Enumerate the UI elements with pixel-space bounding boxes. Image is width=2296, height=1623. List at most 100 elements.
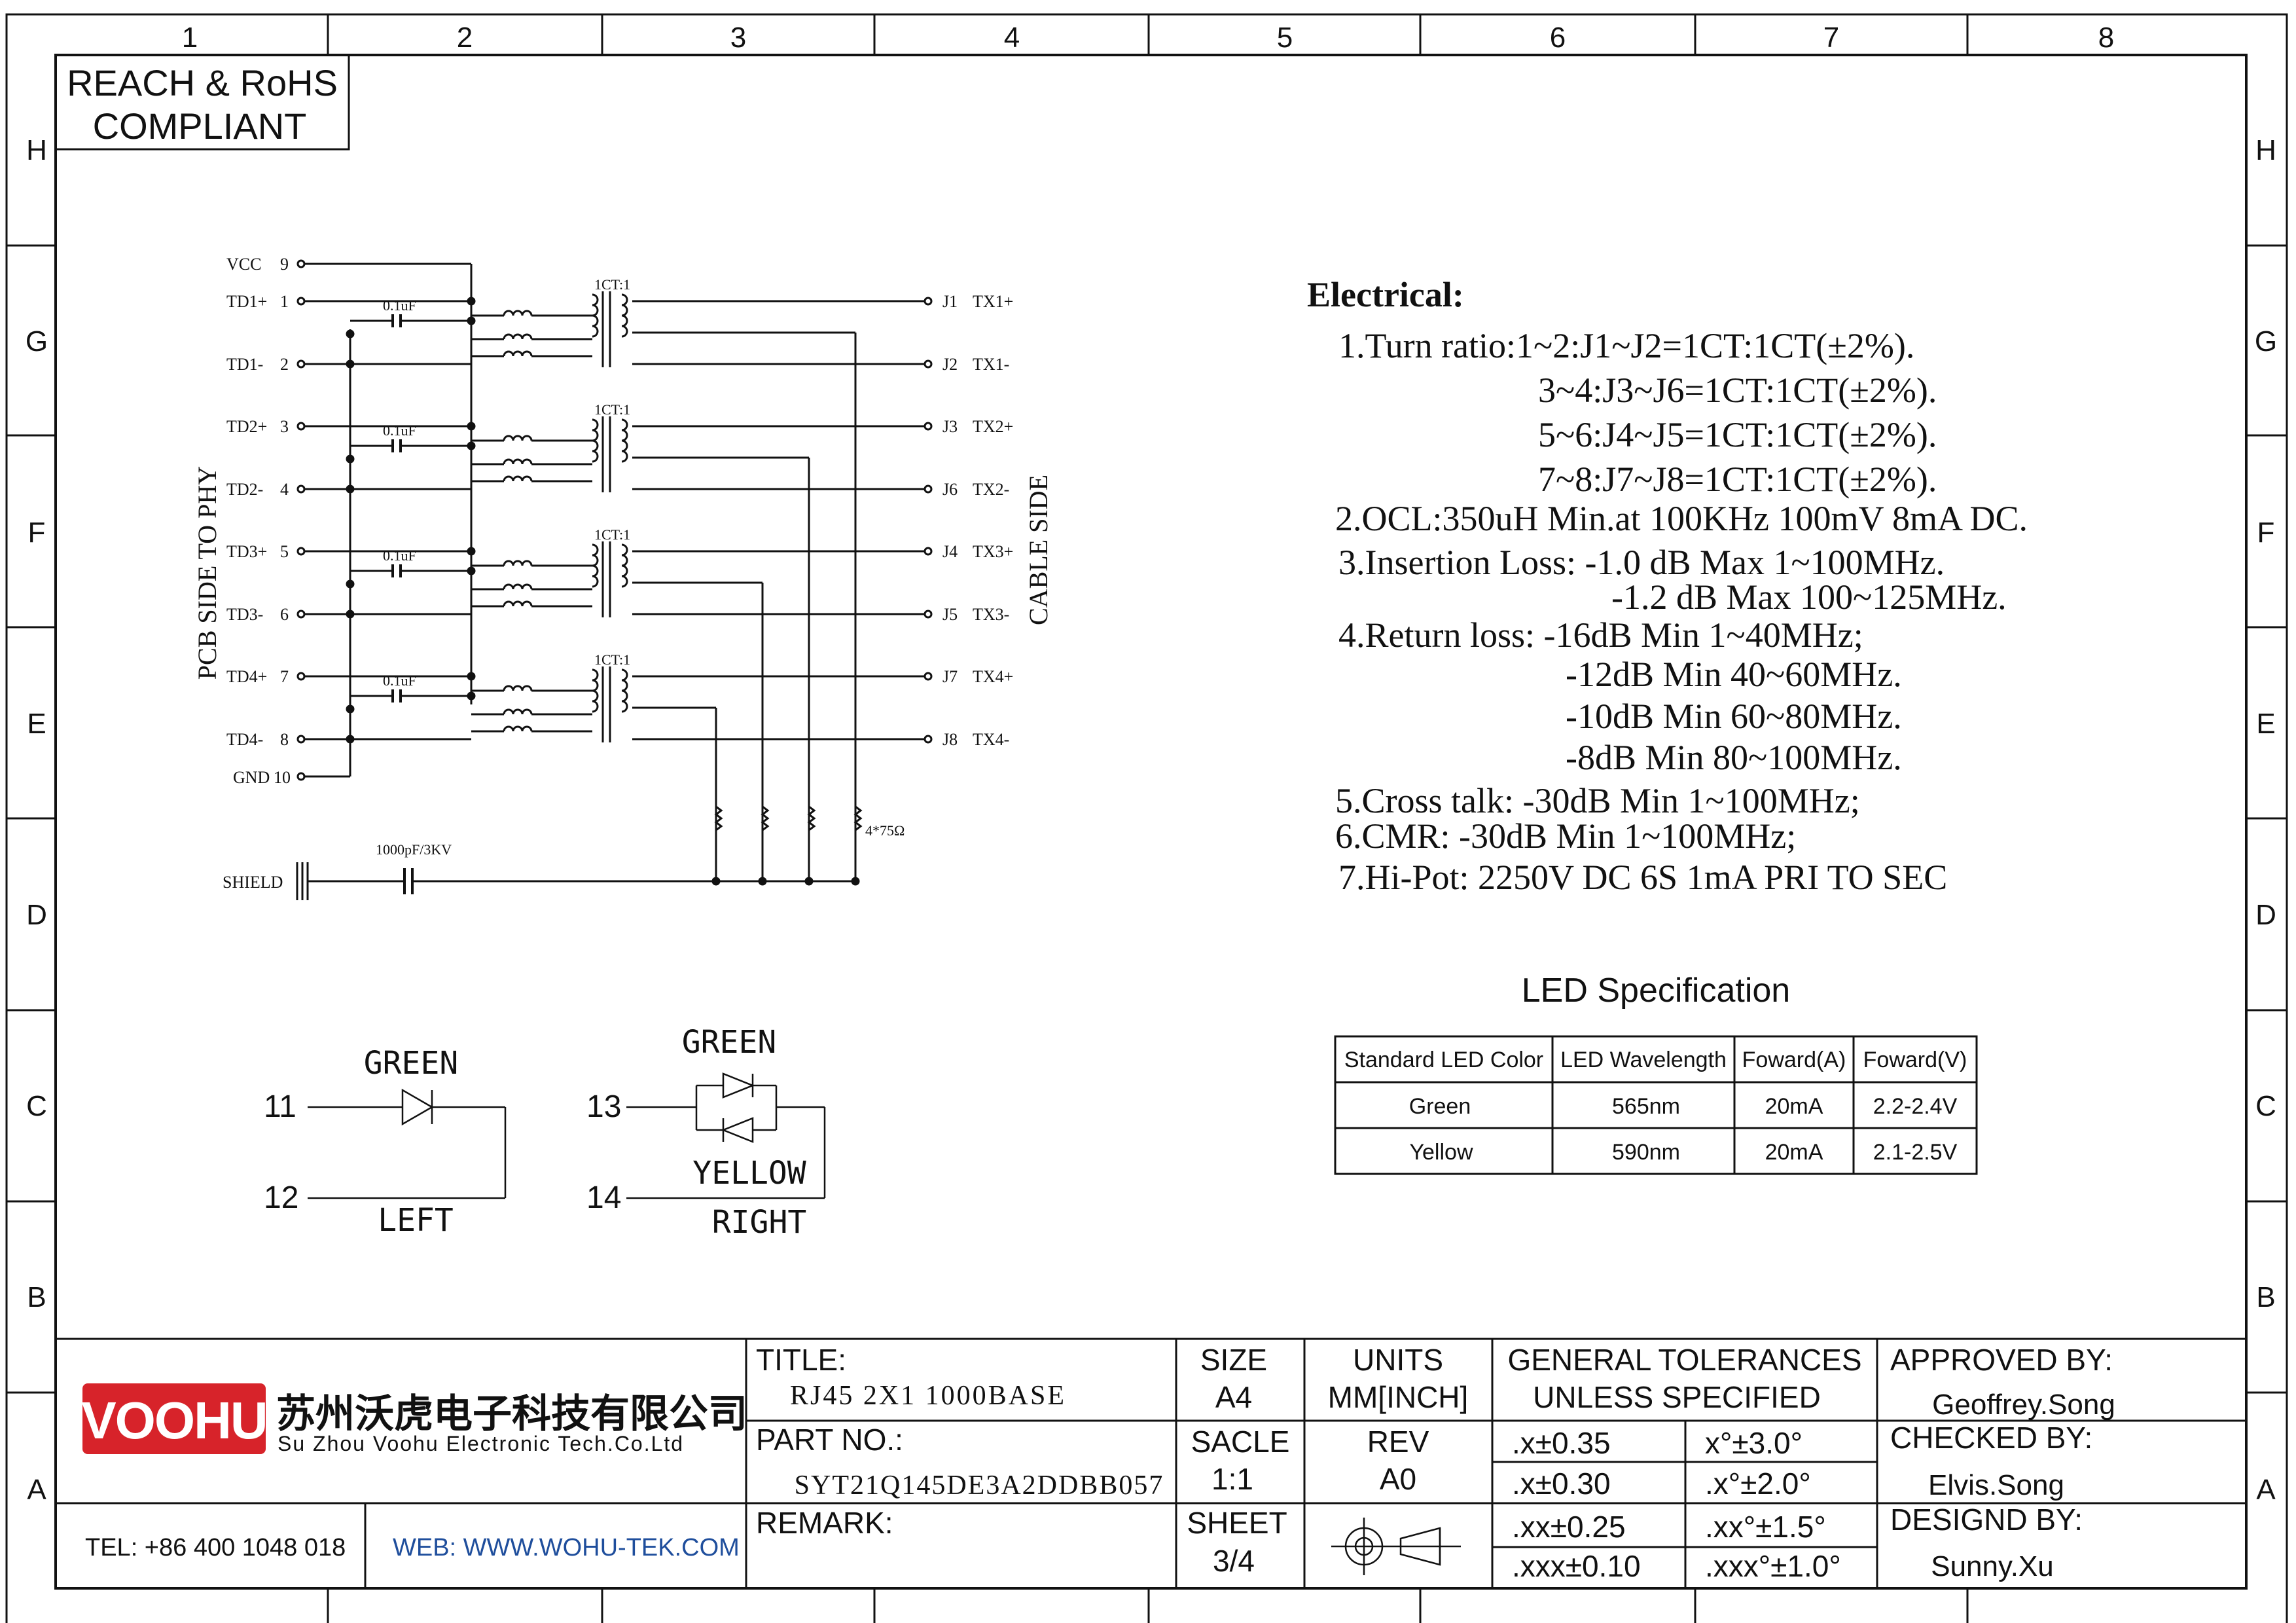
cap-value-label: 0.1uF	[383, 547, 416, 564]
zone-row-label: E	[2256, 708, 2275, 740]
junction-dot	[851, 877, 860, 886]
termination-resistor	[853, 805, 863, 833]
tolerance-heading-1: GENERAL TOLERANCES	[1507, 1343, 1861, 1377]
electrical-line: -10dB Min 60~80MHz.	[1566, 697, 1902, 736]
size-value: A4	[1215, 1380, 1252, 1414]
tx-minus-label: TX2-	[973, 480, 1009, 499]
units-value: MM[INCH]	[1328, 1380, 1469, 1414]
tolerance-cell: .xx°±1.5°	[1705, 1510, 1826, 1544]
junction-dot	[346, 484, 355, 494]
tel-text: TEL: +86 400 1048 018	[85, 1534, 346, 1561]
j-pin-label: J3	[942, 417, 958, 436]
zone-col-label: 2	[457, 22, 473, 54]
zone-row-label: H	[26, 134, 47, 166]
compliance-line1: REACH & RoHS	[67, 62, 338, 103]
vcc-label: VCC	[226, 255, 261, 274]
junction-dot	[804, 877, 814, 886]
tx-plus-label: TX4+	[973, 667, 1013, 686]
junction-dot	[758, 877, 767, 886]
zone-row-label: A	[2256, 1474, 2276, 1506]
right-side-label: CABLE SIDE	[1024, 475, 1053, 625]
tolerance-heading-2: UNLESS SPECIFIED	[1533, 1380, 1821, 1414]
pin-terminal	[924, 735, 933, 744]
choke-coil	[503, 475, 533, 482]
choke-coil	[503, 600, 533, 607]
table-header: Standard LED Color	[1344, 1048, 1543, 1072]
table-header: Foward(V)	[1863, 1048, 1967, 1072]
checked-label: CHECKED BY:	[1890, 1421, 2092, 1455]
pin-terminal	[924, 672, 933, 681]
pin-number: 7	[280, 667, 289, 686]
channel-1	[296, 291, 933, 886]
led-left-pin-b: 12	[264, 1180, 298, 1215]
schematic-static-wiring	[296, 263, 857, 900]
tolerance-cell: x°±3.0°	[1705, 1426, 1803, 1460]
td-plus-label: TD4+	[226, 667, 267, 686]
size-label: SIZE	[1200, 1343, 1267, 1377]
pin-number: 4	[280, 480, 289, 499]
channel-2	[296, 416, 933, 886]
electrical-line: 4.Return loss: -16dB Min 1~40MHz;	[1338, 615, 1863, 655]
cap-value-label: 0.1uF	[383, 297, 416, 314]
pin-terminal	[296, 422, 306, 431]
tolerance-cell: .x±0.30	[1512, 1467, 1611, 1501]
rev-label: REV	[1367, 1425, 1429, 1459]
zone-row-label: B	[27, 1281, 46, 1313]
transformer-primary	[592, 293, 599, 338]
zone-col-label: 4	[1004, 22, 1020, 54]
pin-terminal	[296, 772, 306, 781]
tx-plus-label: TX1+	[973, 292, 1013, 311]
table-cell: 2.2-2.4V	[1873, 1094, 1958, 1119]
table-cell: Green	[1409, 1094, 1471, 1119]
led-right-position: RIGHT	[712, 1204, 807, 1241]
pin-terminal	[924, 359, 933, 369]
junction-dot	[467, 672, 476, 681]
pin-terminal	[924, 297, 933, 306]
led-spec-title: LED Specification	[1522, 972, 1790, 1010]
zone-ticks	[7, 14, 2287, 1623]
scale-label: SACLE	[1191, 1425, 1290, 1459]
j-pin-label: J6	[942, 480, 958, 499]
transformer-secondary	[621, 543, 628, 588]
table-cell: 565nm	[1612, 1094, 1680, 1119]
termination-resistor	[761, 805, 770, 833]
sheet-value: 3/4	[1213, 1544, 1255, 1578]
pin-number: 6	[280, 605, 289, 624]
td-plus-label: TD2+	[226, 417, 267, 436]
tolerance-cell: .xxx°±1.0°	[1705, 1549, 1841, 1583]
pin-terminal	[296, 297, 306, 306]
junction-dot	[711, 877, 721, 886]
pin-terminal	[924, 484, 933, 494]
zone-row-label: C	[26, 1090, 47, 1122]
zone-row-label: C	[2255, 1090, 2276, 1122]
table-cell: 2.1-2.5V	[1873, 1140, 1958, 1165]
junction-dot	[346, 454, 355, 464]
remark-label: REMARK:	[756, 1506, 893, 1540]
tx-plus-label: TX3+	[973, 542, 1013, 561]
td-plus-label: TD1+	[226, 292, 267, 311]
led-left-color: GREEN	[364, 1045, 459, 1082]
j-pin-label: J4	[942, 542, 958, 561]
electrical-line: -12dB Min 40~60MHz.	[1566, 655, 1902, 694]
zone-col-label: 8	[2098, 22, 2114, 54]
zone-col-label: 1	[182, 22, 198, 54]
zone-col-label: 3	[730, 22, 746, 54]
zone-row-label: A	[27, 1474, 46, 1506]
compliance-box: REACH & RoHS COMPLIANT	[54, 54, 350, 151]
j-pin-label: J2	[942, 355, 958, 374]
title-label: TITLE:	[756, 1343, 846, 1377]
electrical-specs: Electrical: 1.Turn ratio:1~2:J1~J2=1CT:1…	[1307, 275, 2028, 897]
pin-number: 3	[280, 417, 289, 436]
turns-ratio-label: 1CT:1	[594, 401, 630, 418]
web-link[interactable]: WEB: WWW.WOHU-TEK.COM	[393, 1534, 740, 1561]
zone-col-label: 5	[1277, 22, 1293, 54]
zone-row-label: G	[26, 325, 48, 357]
tx-minus-label: TX3-	[973, 605, 1009, 624]
electrical-line: -1.2 dB Max 100~125MHz.	[1611, 577, 2007, 617]
shield-label: SHIELD	[223, 873, 283, 892]
approved-label: APPROVED BY:	[1890, 1343, 2113, 1377]
choke-coil	[503, 435, 533, 441]
pin-terminal	[296, 735, 306, 744]
termination-resistor	[714, 805, 723, 833]
